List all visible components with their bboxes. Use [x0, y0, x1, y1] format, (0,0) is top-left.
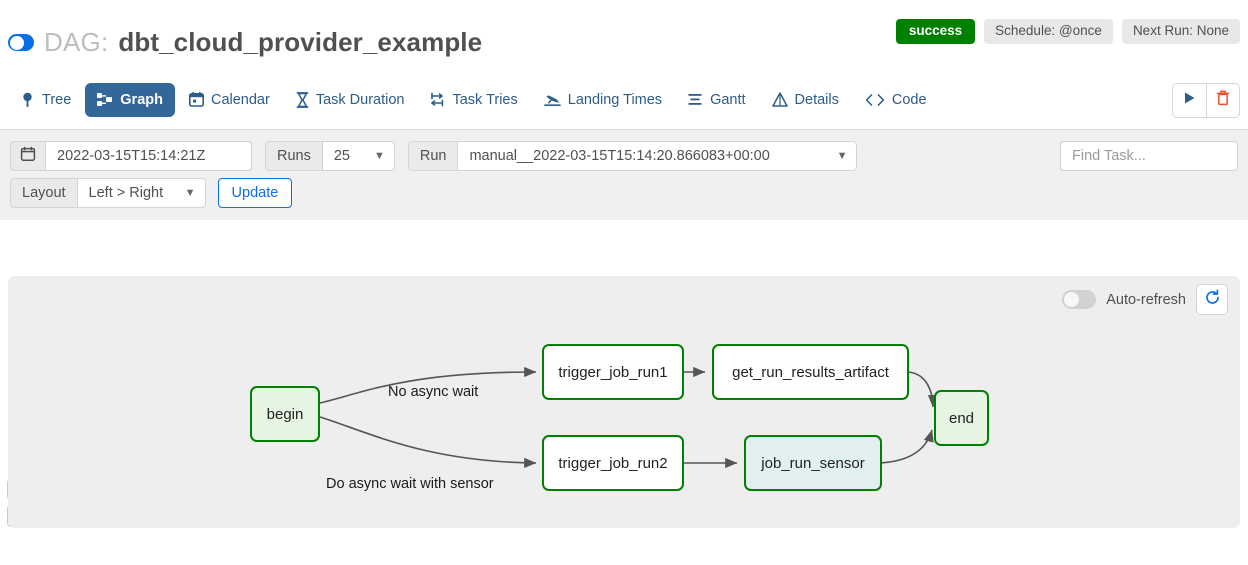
- view-tabs: Tree Graph: [8, 82, 939, 117]
- layout-label: Layout: [10, 178, 78, 208]
- view-tabbar: Tree Graph: [0, 70, 1248, 130]
- chevron-down-icon: ▼: [184, 186, 196, 199]
- dag-pause-toggle[interactable]: [8, 34, 34, 51]
- graph-icon: [97, 92, 113, 107]
- status-badge: success: [895, 19, 976, 44]
- tab-details[interactable]: Details: [760, 83, 851, 117]
- calendar-icon: [20, 146, 36, 166]
- base-date-input[interactable]: 2022-03-15T15:14:21Z: [46, 141, 252, 171]
- run-label: Run: [407, 141, 459, 171]
- tab-calendar[interactable]: Calendar: [177, 83, 282, 117]
- dag-run-value: manual__2022-03-15T15:14:20.866083+00:00: [469, 148, 770, 164]
- dag-actions: [1172, 83, 1240, 118]
- auto-refresh-row: Auto-refresh: [1062, 284, 1228, 315]
- runs-label: Runs: [265, 141, 323, 171]
- tab-landing-times[interactable]: Landing Times: [532, 83, 674, 117]
- dag-run-select[interactable]: manual__2022-03-15T15:14:20.866083+00:00…: [458, 141, 858, 171]
- page-header: DAG: dbt_cloud_provider_example success …: [0, 0, 1248, 70]
- tab-calendar-label: Calendar: [210, 91, 270, 108]
- tab-task-duration-label: Task Duration: [315, 91, 405, 108]
- tab-details-label: Details: [794, 91, 839, 108]
- tab-task-tries-label: Task Tries: [452, 91, 518, 108]
- task-node-trigger-job-run2[interactable]: trigger_job_run2: [542, 435, 684, 491]
- legend: DbtCloudGetJobRunArtifactOperator DbtClo…: [0, 220, 1248, 527]
- task-node-get-run-results-artifact[interactable]: get_run_results_artifact: [712, 344, 909, 400]
- find-task-input[interactable]: Find Task...: [1060, 141, 1238, 171]
- task-node-begin[interactable]: begin: [250, 386, 320, 442]
- num-runs-select[interactable]: 25 ▼: [322, 141, 395, 171]
- tab-gantt-label: Gantt: [710, 91, 746, 108]
- dag-title-row: DAG: dbt_cloud_provider_example: [8, 27, 482, 58]
- chevron-down-icon: ▼: [836, 149, 848, 162]
- auto-refresh-label: Auto-refresh: [1106, 291, 1186, 308]
- run-group: Run manual__2022-03-15T15:14:20.866083+0…: [395, 141, 858, 171]
- trigger-dag-button[interactable]: [1173, 84, 1206, 117]
- runs-group: Runs 25 ▼: [252, 141, 395, 171]
- calendar-button[interactable]: [10, 141, 46, 171]
- tab-landing-times-label: Landing Times: [567, 91, 663, 108]
- next-run-badge[interactable]: Next Run: None: [1121, 19, 1240, 44]
- tab-graph-label: Graph: [120, 91, 163, 108]
- filter-row-1: 2022-03-15T15:14:21Z Runs 25 ▼ Run manua…: [10, 141, 1238, 171]
- retry-icon: [430, 92, 445, 107]
- details-icon: [771, 92, 788, 107]
- code-icon: [865, 93, 885, 107]
- tab-tree-label: Tree: [42, 91, 72, 108]
- update-button[interactable]: Update: [217, 178, 293, 208]
- tree-icon: [20, 92, 35, 108]
- chevron-down-icon: ▼: [373, 149, 385, 162]
- layout-select[interactable]: Left > Right ▼: [77, 178, 206, 208]
- filter-row-2: Layout Left > Right ▼ Update: [10, 178, 1238, 208]
- schedule-badge[interactable]: Schedule: @once: [984, 19, 1113, 44]
- edge-label-no-async-wait: No async wait: [388, 384, 479, 400]
- refresh-button[interactable]: [1196, 284, 1228, 315]
- dag-label: DAG:: [44, 27, 109, 57]
- calendar-icon: [188, 92, 204, 107]
- task-node-job-run-sensor[interactable]: job_run_sensor: [744, 435, 882, 491]
- landing-icon: [543, 92, 561, 107]
- tab-graph[interactable]: Graph: [85, 82, 175, 117]
- header-badges: success Schedule: @once Next Run: None: [895, 19, 1240, 44]
- tab-task-tries[interactable]: Task Tries: [418, 83, 529, 117]
- tab-code[interactable]: Code: [853, 83, 939, 117]
- base-date-group: 2022-03-15T15:14:21Z: [10, 141, 252, 171]
- trash-icon: [1216, 90, 1230, 111]
- edge-label-async-sensor: Do async wait with sensor: [326, 476, 494, 492]
- tab-task-duration[interactable]: Task Duration: [284, 83, 417, 117]
- layout-value: Left > Right: [88, 185, 164, 201]
- page-title: dbt_cloud_provider_example: [118, 27, 483, 57]
- play-icon: [1183, 91, 1196, 110]
- graph-edges: [319, 366, 939, 469]
- dag-graph-canvas[interactable]: Auto-refresh begin trigger_j: [8, 276, 1240, 528]
- tab-gantt[interactable]: Gantt: [676, 83, 757, 117]
- delete-dag-button[interactable]: [1206, 84, 1239, 117]
- task-node-end[interactable]: end: [934, 390, 989, 446]
- auto-refresh-toggle[interactable]: [1062, 290, 1097, 309]
- refresh-icon: [1204, 288, 1221, 311]
- tab-tree[interactable]: Tree: [8, 83, 83, 117]
- tab-code-label: Code: [891, 91, 927, 108]
- num-runs-value: 25: [333, 148, 350, 164]
- layout-group: Layout Left > Right ▼: [10, 178, 206, 208]
- hourglass-icon: [296, 91, 309, 108]
- filter-panel: 2022-03-15T15:14:21Z Runs 25 ▼ Run manua…: [0, 130, 1248, 220]
- task-node-trigger-job-run1[interactable]: trigger_job_run1: [542, 344, 684, 400]
- gantt-icon: [688, 92, 703, 107]
